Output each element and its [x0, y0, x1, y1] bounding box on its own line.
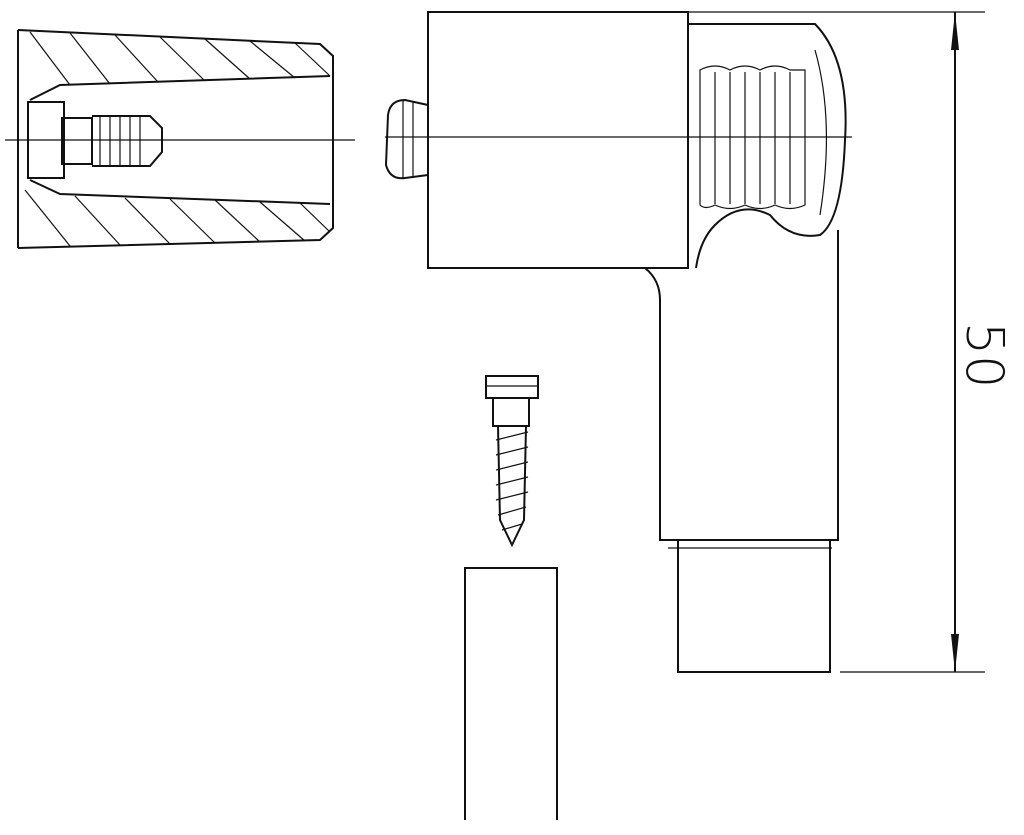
dimension-label: 50 [954, 322, 1014, 389]
sectioned-sleeve [5, 29, 355, 249]
screw [485, 375, 539, 548]
angled-connector [384, 11, 852, 673]
rod [464, 567, 558, 820]
dimension-line [688, 11, 985, 673]
